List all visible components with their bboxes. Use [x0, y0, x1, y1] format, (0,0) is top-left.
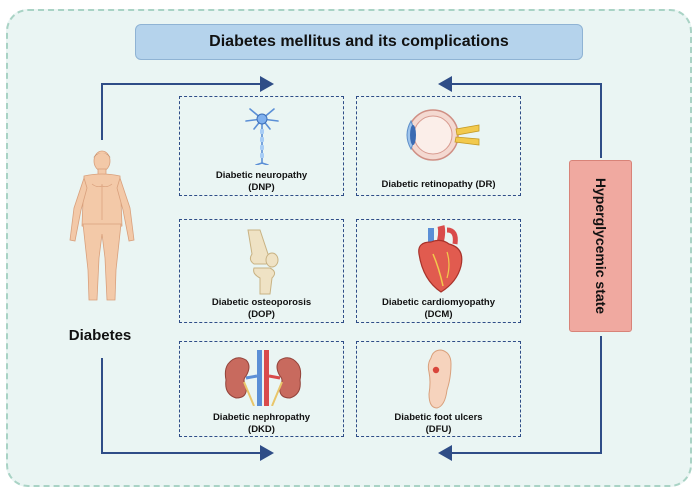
- complication-abbr: (DCM): [424, 309, 453, 320]
- complication-name: Diabetic retinopathy (DR): [381, 179, 496, 190]
- complication-retinopathy: Diabetic retinopathy (DR): [356, 96, 521, 196]
- complication-abbr: (DOP): [248, 309, 275, 320]
- heart-icon: [418, 225, 463, 293]
- complication-foot-ulcers: Diabetic foot ulcers (DFU): [356, 341, 521, 437]
- diagram-title: Diabetes mellitus and its complications: [135, 24, 583, 60]
- foot-icon: [427, 349, 452, 409]
- complication-name: Diabetic nephropathy: [212, 412, 311, 423]
- complication-name: Diabetic osteoporosis: [211, 297, 312, 308]
- arrow-to-top: [101, 76, 274, 140]
- arrow-from-state-bottom: [438, 336, 602, 461]
- kidney-icon: [224, 350, 302, 406]
- title-text: Diabetes mellitus and its complications: [209, 33, 509, 50]
- arrow-from-state-top: [438, 76, 602, 158]
- neuron-icon: [245, 108, 279, 165]
- complication-nephropathy: Diabetic nephropathy (DKD): [179, 341, 344, 437]
- complication-name: Diabetic foot ulcers: [394, 412, 483, 423]
- complication-neuropathy: Diabetic neuropathy (DNP): [179, 96, 344, 196]
- hyperglycemic-state-label: Hyperglycemic state: [592, 177, 609, 315]
- complication-cardiomyopathy: Diabetic cardiomyopathy (DCM): [356, 219, 521, 323]
- complication-osteoporosis: Diabetic osteoporosis (DOP): [179, 219, 344, 323]
- diabetes-label: Diabetes: [68, 327, 132, 344]
- complication-name: Diabetic cardiomyopathy: [382, 297, 495, 308]
- complication-abbr: (DKD): [248, 424, 275, 435]
- complication-name: Diabetic neuropathy: [215, 170, 308, 181]
- hyperglycemic-state-box: Hyperglycemic state: [569, 160, 632, 332]
- complication-abbr: (DNP): [248, 182, 275, 193]
- knee-joint-icon: [247, 229, 279, 295]
- human-body-icon: [69, 150, 135, 301]
- complication-abbr: (DFU): [425, 424, 452, 435]
- arrow-to-bottom: [101, 358, 274, 461]
- eye-icon: [406, 109, 480, 161]
